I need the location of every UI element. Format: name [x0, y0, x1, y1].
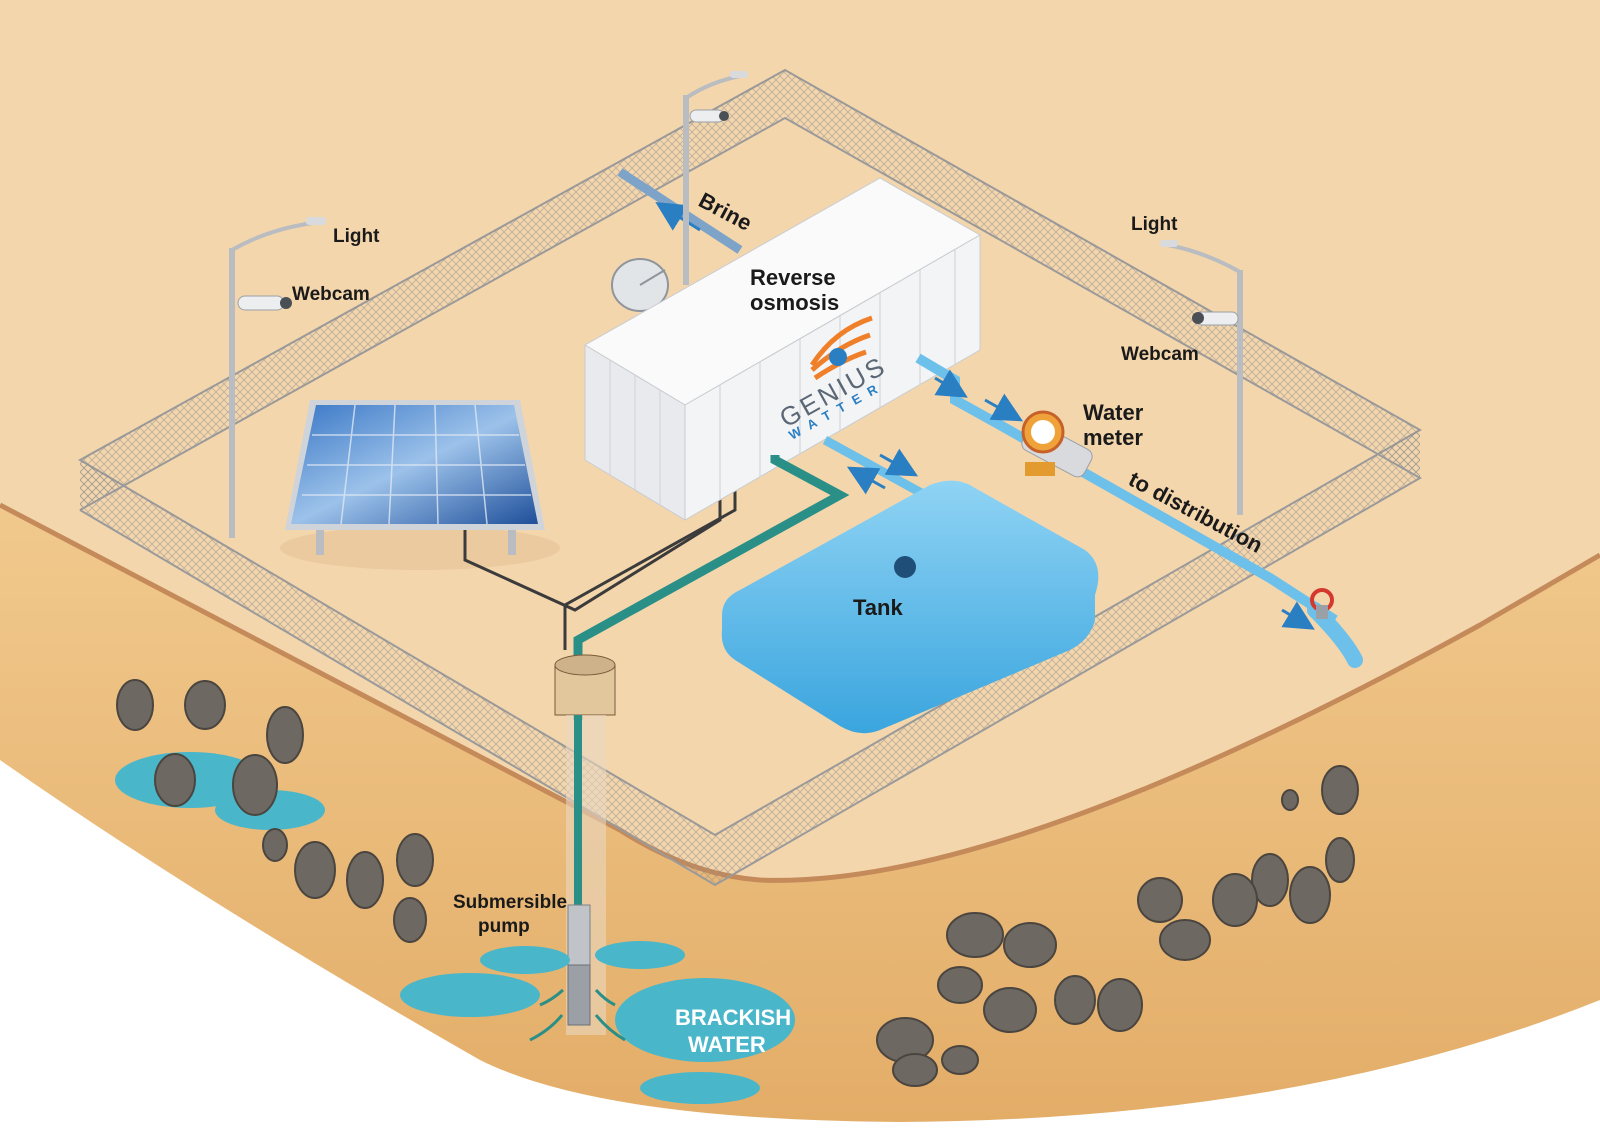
genius-logo-icon	[809, 315, 873, 381]
rock-icon	[116, 679, 1359, 1087]
webcam-right-icon	[1192, 311, 1239, 326]
wellhead-icon	[554, 654, 616, 716]
submersible-pump-label-1: Submersible	[453, 892, 567, 913]
container-icon: GENIUS WATTER	[584, 177, 982, 521]
tank-pipe	[822, 436, 928, 499]
brackish-water-label-1: BRACKISH	[675, 1005, 791, 1030]
light-pole-right-icon	[1160, 240, 1243, 515]
water-meter-label-1: Water	[1083, 400, 1144, 425]
tank-label: Tank	[853, 595, 903, 620]
webcam-left-label: Webcam	[292, 284, 370, 305]
fence	[77, 68, 1423, 887]
valve-icon	[1310, 588, 1334, 619]
webcam-top-icon	[689, 109, 729, 123]
water-meter-icon	[1021, 410, 1093, 478]
webcam-left-icon	[237, 295, 292, 311]
light-pole-left-icon	[229, 217, 326, 538]
pump-icon	[567, 904, 591, 1026]
inflow-arrows	[529, 988, 626, 1042]
reverse-osmosis-label-2: osmosis	[750, 290, 839, 315]
submersible-pump-label-2: pump	[478, 916, 530, 937]
light-left-label: Light	[333, 226, 380, 247]
light-right-label: Light	[1131, 214, 1178, 235]
light-pole-top-icon	[683, 71, 748, 285]
water-meter-label-2: meter	[1083, 425, 1143, 450]
reverse-osmosis-label-1: Reverse	[750, 265, 836, 290]
brackish-water-label-2: WATER	[688, 1032, 766, 1057]
webcam-right-label: Webcam	[1121, 344, 1199, 365]
tank-icon	[721, 480, 1099, 734]
soil-cutaway	[0, 505, 1600, 1122]
solar-panel-icon	[280, 400, 560, 570]
power-cable	[463, 470, 722, 612]
